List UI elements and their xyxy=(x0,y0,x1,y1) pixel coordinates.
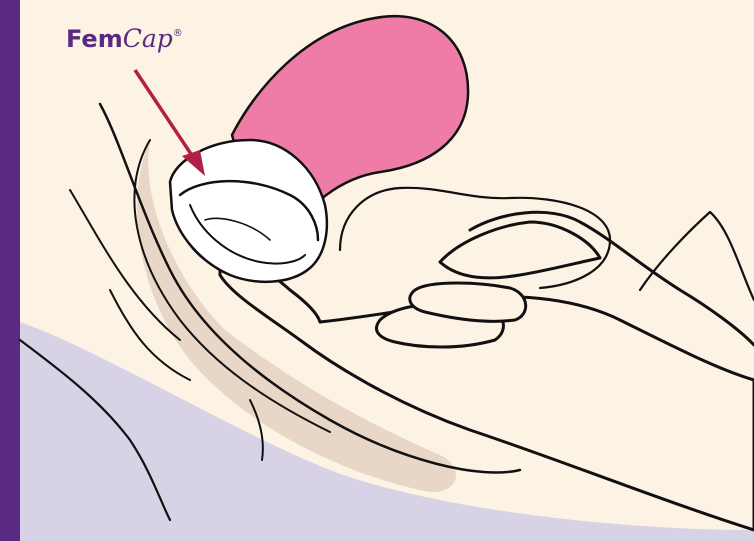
abdomen-outline xyxy=(640,212,754,300)
registered-mark: ® xyxy=(173,28,183,39)
brand-suffix: Cap xyxy=(123,24,173,53)
brand-label: FemCap® xyxy=(66,26,183,51)
curled-finger-3 xyxy=(440,222,600,278)
brand-prefix: Fem xyxy=(66,25,123,53)
